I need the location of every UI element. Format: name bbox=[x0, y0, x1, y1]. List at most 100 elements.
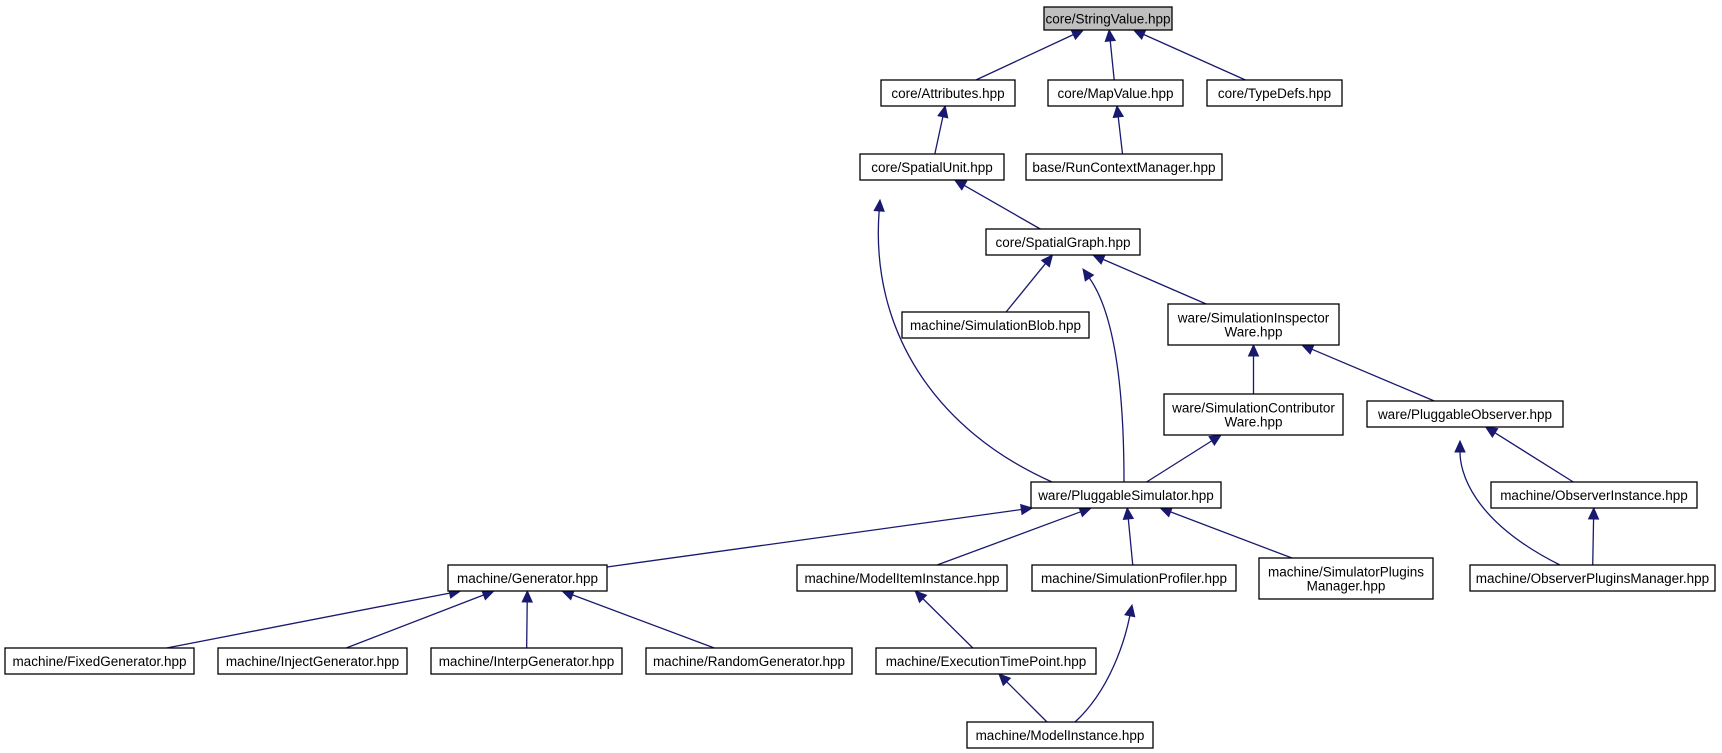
node-label: machine/SimulationProfiler.hpp bbox=[1041, 571, 1227, 586]
node-box bbox=[217, 647, 408, 675]
edge-line bbox=[1143, 33, 1246, 81]
edge-mapvalue-to-stringvalue bbox=[1104, 28, 1117, 81]
arrowhead-icon bbox=[1208, 434, 1223, 447]
edge-runcontext-to-mapvalue bbox=[1112, 104, 1125, 155]
node-box bbox=[1031, 564, 1237, 592]
node-label: machine/ModelItemInstance.hpp bbox=[804, 571, 999, 586]
arrowhead-icon bbox=[1070, 29, 1085, 41]
node-pluggableobserver[interactable]: ware/PluggableObserver.hpp bbox=[1366, 400, 1564, 428]
node-box bbox=[430, 647, 623, 675]
node-box bbox=[880, 79, 1016, 107]
node-box bbox=[1167, 303, 1340, 346]
node-interpgen[interactable]: machine/InterpGenerator.hpp bbox=[430, 647, 623, 675]
node-observerpluginsmanager[interactable]: machine/ObserverPluginsManager.hpp bbox=[1469, 564, 1716, 592]
node-fixedgen[interactable]: machine/FixedGenerator.hpp bbox=[4, 647, 195, 675]
node-attributes[interactable]: core/Attributes.hpp bbox=[880, 79, 1016, 107]
node-label: core/SpatialGraph.hpp bbox=[995, 235, 1130, 250]
node-label: core/Attributes.hpp bbox=[891, 86, 1004, 101]
node-label: ware/PluggableObserver.hpp bbox=[1377, 407, 1552, 422]
node-box bbox=[1025, 153, 1223, 181]
edge-line bbox=[606, 508, 1022, 568]
node-randomgen[interactable]: machine/RandomGenerator.hpp bbox=[645, 647, 853, 675]
arrowhead-icon bbox=[873, 198, 885, 212]
node-mapvalue[interactable]: core/MapValue.hpp bbox=[1047, 79, 1184, 107]
edge-line bbox=[1117, 116, 1124, 155]
node-spatialunit[interactable]: core/SpatialUnit.hpp bbox=[859, 153, 1005, 181]
node-label: ware/SimulationInspector bbox=[1177, 311, 1330, 326]
edge-line bbox=[1127, 518, 1134, 566]
edge-line bbox=[166, 592, 450, 649]
node-generator[interactable]: machine/Generator.hpp bbox=[447, 564, 608, 592]
node-label: machine/SimulationBlob.hpp bbox=[910, 318, 1081, 333]
edge-line bbox=[936, 511, 1081, 566]
node-modelinstance[interactable]: machine/ModelInstance.hpp bbox=[966, 721, 1154, 749]
node-box bbox=[966, 721, 1154, 749]
node-label: machine/ExecutionTimePoint.hpp bbox=[886, 654, 1087, 669]
node-box bbox=[1043, 6, 1173, 31]
edge-pluggablesimulator-to-spatialgraph bbox=[1082, 268, 1125, 483]
edge-line bbox=[1494, 432, 1574, 483]
node-observerinstance[interactable]: machine/ObserverInstance.hpp bbox=[1490, 481, 1698, 509]
edge-modelinstance-to-exectimepoint bbox=[998, 673, 1048, 723]
node-box bbox=[1047, 79, 1184, 107]
node-box bbox=[1206, 79, 1343, 107]
edge-typedefs-to-stringvalue bbox=[1132, 29, 1246, 81]
node-box bbox=[1366, 400, 1564, 428]
edge-pluggableobserver-to-siminspector bbox=[1300, 344, 1435, 402]
node-label: Ware.hpp bbox=[1224, 325, 1282, 340]
node-box bbox=[4, 647, 195, 675]
node-runcontext[interactable]: base/RunContextManager.hpp bbox=[1025, 153, 1223, 181]
node-typedefs[interactable]: core/TypeDefs.hpp bbox=[1206, 79, 1343, 107]
edge-line bbox=[877, 210, 1053, 483]
node-stringvalue[interactable]: core/StringValue.hpp bbox=[1043, 6, 1173, 31]
node-label: core/MapValue.hpp bbox=[1057, 86, 1173, 101]
edge-modelinstance-to-simprofiler bbox=[1074, 603, 1136, 723]
arrowhead-icon bbox=[481, 589, 495, 601]
node-box bbox=[1490, 481, 1698, 509]
edge-pluggablesimulator-to-spatialunit bbox=[873, 198, 1053, 483]
node-label: machine/InterpGenerator.hpp bbox=[439, 654, 615, 669]
node-spatialgraph[interactable]: core/SpatialGraph.hpp bbox=[985, 228, 1141, 256]
arrowhead-icon bbox=[1484, 426, 1499, 439]
node-label: core/SpatialUnit.hpp bbox=[871, 160, 993, 175]
node-box bbox=[1469, 564, 1716, 592]
edge-randomgen-to-generator bbox=[561, 589, 715, 649]
node-box bbox=[645, 647, 853, 675]
edge-line bbox=[1311, 348, 1435, 402]
arrowhead-icon bbox=[998, 673, 1012, 687]
node-label: machine/ObserverInstance.hpp bbox=[1500, 488, 1688, 503]
node-simblob[interactable]: machine/SimulationBlob.hpp bbox=[901, 311, 1090, 339]
arrowhead-icon bbox=[1112, 104, 1125, 119]
arrowhead-icon bbox=[1247, 343, 1260, 357]
edge-simpluginsmanager-to-pluggablesimulator bbox=[1159, 506, 1293, 559]
node-label: Ware.hpp bbox=[1224, 415, 1282, 430]
node-simprofiler[interactable]: machine/SimulationProfiler.hpp bbox=[1031, 564, 1237, 592]
edge-attributes-to-stringvalue bbox=[975, 29, 1085, 81]
edge-siminspector-to-spatialgraph bbox=[1091, 254, 1207, 305]
node-pluggablesimulator[interactable]: ware/PluggableSimulator.hpp bbox=[1030, 481, 1222, 509]
node-exectimepoint[interactable]: machine/ExecutionTimePoint.hpp bbox=[875, 647, 1097, 675]
edge-line bbox=[922, 598, 974, 649]
arrowhead-icon bbox=[914, 590, 928, 604]
graph-nodes: core/StringValue.hpp core/Attributes.hpp c… bbox=[4, 6, 1716, 749]
edge-line bbox=[1006, 681, 1048, 723]
node-modeliteminstance[interactable]: machine/ModelItemInstance.hpp bbox=[796, 564, 1008, 592]
arrowhead-icon bbox=[1300, 344, 1315, 355]
edge-exectimepoint-to-modeliteminstance bbox=[914, 590, 974, 649]
arrowhead-icon bbox=[1454, 439, 1466, 453]
node-injectgen[interactable]: machine/InjectGenerator.hpp bbox=[217, 647, 408, 675]
edge-observerinstance-to-pluggableobserver bbox=[1484, 426, 1574, 483]
edge-line bbox=[1074, 615, 1131, 723]
edge-interpgen-to-generator bbox=[521, 589, 533, 649]
edge-line bbox=[1109, 40, 1115, 81]
arrowhead-icon bbox=[1132, 29, 1147, 40]
edge-line bbox=[1170, 511, 1293, 559]
edge-fixedgen-to-generator bbox=[166, 587, 462, 649]
edge-spatialunit-to-attributes bbox=[934, 104, 949, 155]
edge-line bbox=[1102, 258, 1207, 305]
node-label: machine/Generator.hpp bbox=[457, 571, 598, 586]
edge-line bbox=[934, 116, 944, 155]
